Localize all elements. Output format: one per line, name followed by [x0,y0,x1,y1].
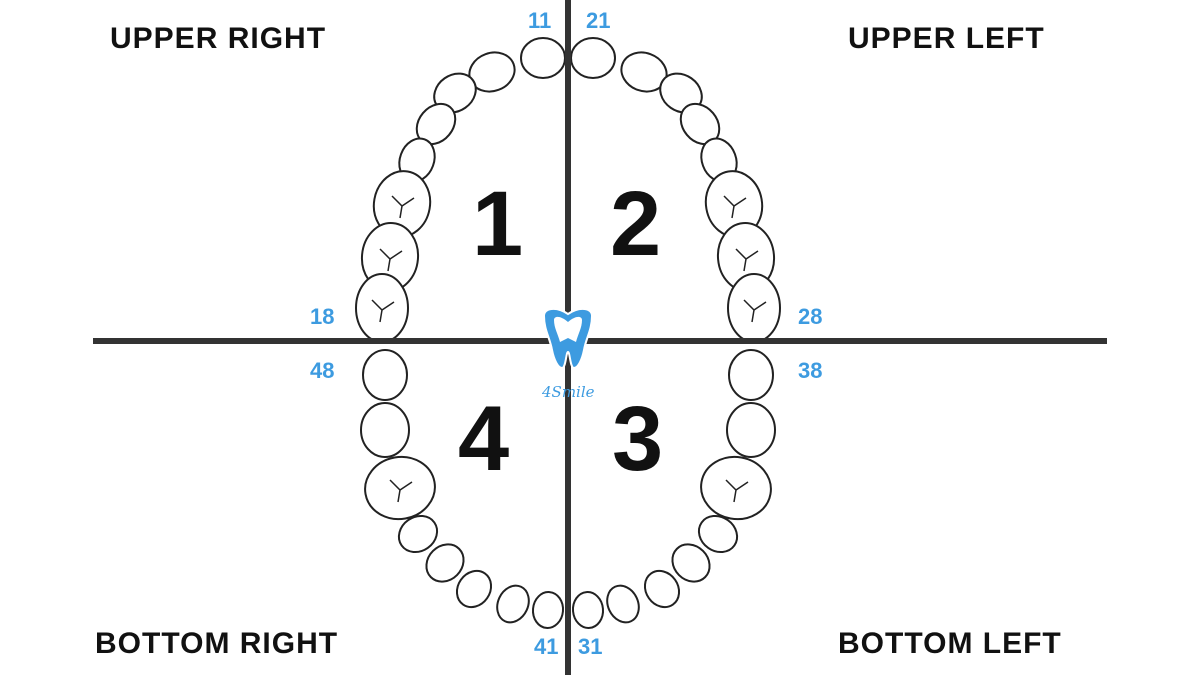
tooth-outline [496,584,530,624]
tooth-outline [671,543,711,583]
tooth-number-18: 18 [310,304,335,329]
label-upper-left: UPPER LEFT [848,22,1045,55]
quadrant-number-1: 1 [472,173,524,275]
tooth-fissure [389,479,413,503]
tooth-fissure [391,195,415,219]
tooth-outline [360,402,410,458]
tooth-outline [364,455,436,521]
tooth-fissure [735,248,759,272]
tooth-fissure [379,248,403,272]
teeth-group [355,37,781,629]
tooth-fissure [371,299,395,323]
tooth-number-28: 28 [798,304,823,329]
tooth-outline [425,543,465,583]
tooth-number-48: 48 [310,358,335,383]
tooth-outline [726,402,776,458]
tooth-outline [355,273,409,343]
tooth-number-31: 31 [578,634,603,659]
label-bottom-right: BOTTOM RIGHT [95,627,339,660]
tooth-outline [531,591,565,629]
tooth-outline [520,37,566,79]
label-bottom-left: BOTTOM LEFT [838,627,1062,660]
tooth-outline [606,584,640,624]
brand-name: 4Smile [542,383,595,401]
tooth-outline [700,455,772,521]
quadrant-number-2: 2 [610,173,662,275]
tooth-fissure [725,479,749,503]
tooth-number-38: 38 [798,358,823,383]
tooth-outline [570,37,616,79]
tooth-outline [728,349,774,401]
tooth-icon [542,308,594,370]
quadrant-number-3: 3 [612,388,664,490]
tooth-outline [727,273,781,343]
tooth-outline [455,569,493,609]
tooth-outline [571,591,605,629]
tooth-outline [362,349,408,401]
tooth-fissure [743,299,767,323]
tooth-number-11: 11 [528,8,552,33]
quadrant-number-4: 4 [458,388,510,490]
tooth-number-21: 21 [586,8,611,33]
tooth-outline [397,514,439,554]
tooth-outline [643,569,681,609]
tooth-fissure [723,195,747,219]
tooth-number-41: 41 [534,634,559,659]
tooth-outline [697,514,739,554]
label-upper-right: UPPER RIGHT [110,22,327,55]
